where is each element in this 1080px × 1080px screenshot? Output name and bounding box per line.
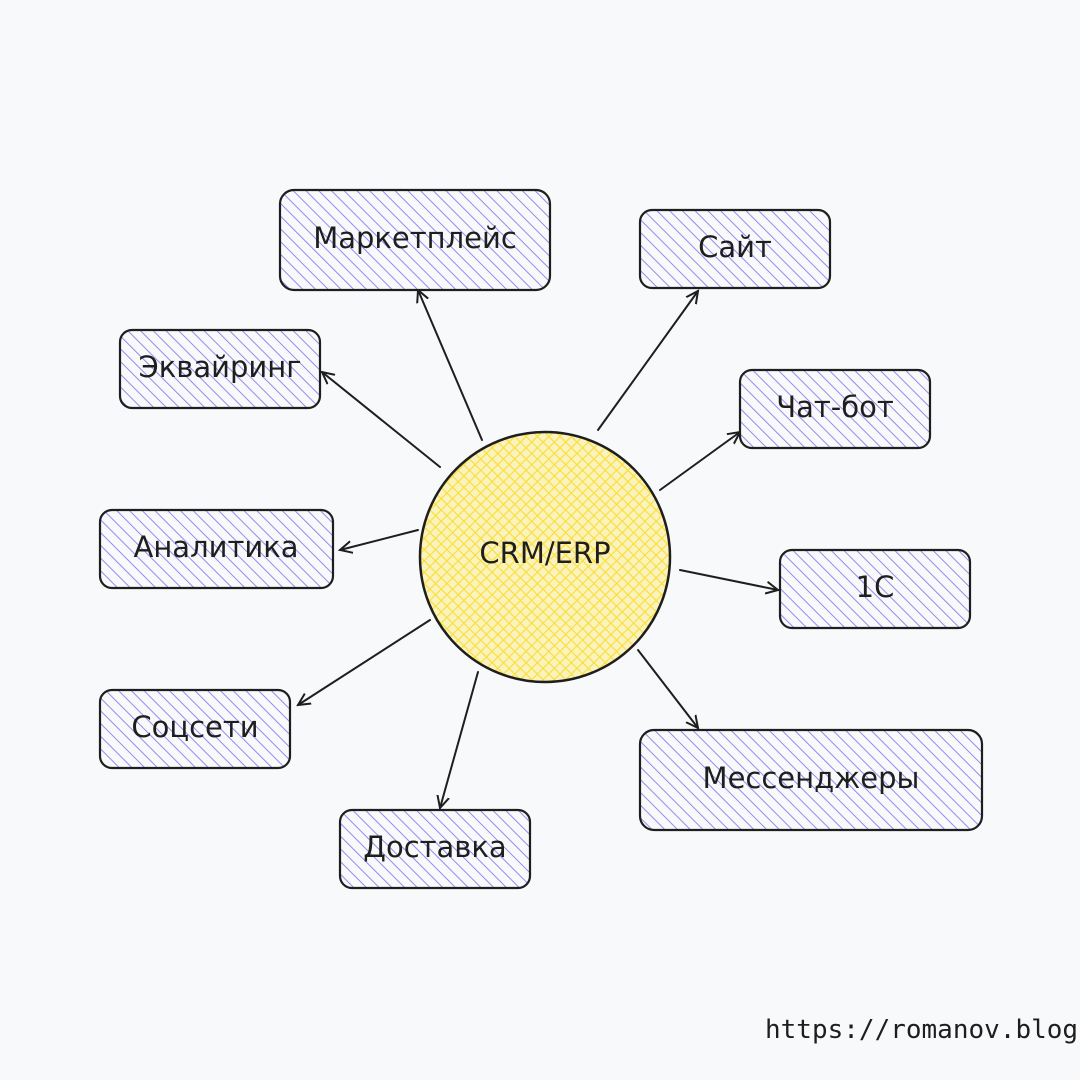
node-social[interactable]: Соцсети [98,688,292,770]
node-analytics[interactable]: Аналитика [98,508,335,590]
node-label: 1С [856,570,895,604]
connector-arrows [298,290,778,808]
center-label: CRM/ERP [479,536,610,570]
arrow-to-marketplace [418,290,483,441]
arrow-to-analytics [340,529,419,550]
node-marketplace[interactable]: Маркетплейс [278,188,552,292]
node-label: Маркетплейс [313,221,517,255]
node-label: Эквайринг [139,350,302,384]
arrow-to-chatbot [659,432,740,491]
node-label: Мессенджеры [703,761,920,795]
arrow-to-messengers [637,649,698,728]
arrow-to-delivery [440,671,479,808]
node-chatbot[interactable]: Чат-бот [738,368,932,450]
node-label: Сайт [698,230,772,264]
arrow-to-acquiring [322,372,441,468]
arrow-to-site [597,291,698,431]
node-delivery[interactable]: Доставка [338,808,532,890]
node-label: Чат-бот [776,390,894,424]
node-label: Соцсети [131,710,258,744]
arrow-to-1c [679,569,778,590]
footer-url: https://romanov.blog [765,1015,1078,1045]
node-acquiring[interactable]: Эквайринг [118,328,322,410]
center-node[interactable]: CRM/ERP [418,430,672,684]
arrow-to-social [298,619,431,705]
node-label: Аналитика [134,530,299,564]
node-1c[interactable]: 1С [778,548,972,630]
node-label: Доставка [363,830,506,864]
node-messengers[interactable]: Мессенджеры [638,728,984,832]
node-site[interactable]: Сайт [638,208,832,290]
